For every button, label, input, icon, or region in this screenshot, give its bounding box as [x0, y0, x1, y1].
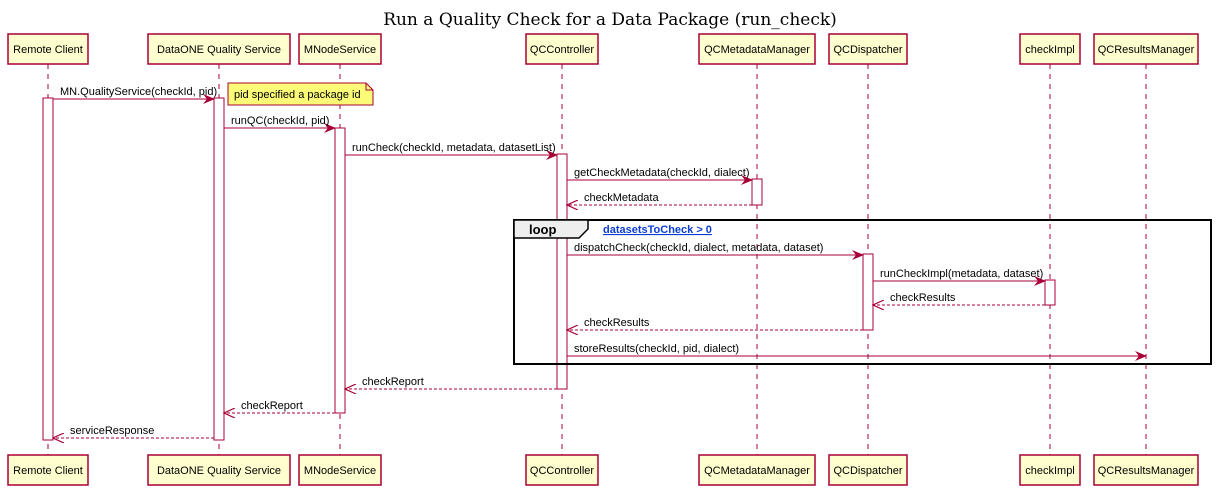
participant-qcdispatcher-bottom: QCDispatcher [828, 454, 908, 486]
participant-label: DataONE Quality Service [157, 44, 281, 56]
participant-box [147, 454, 291, 486]
participant-label: QCController [530, 44, 595, 56]
participant-checkimpl-top: checkImpl [1019, 33, 1081, 65]
participant-label: Remote Client [13, 465, 83, 477]
activation-bar [334, 127, 346, 414]
message: runCheck(checkId, metadata, datasetList) [345, 142, 558, 160]
participant-mnodeservice-top: MNodeService [298, 33, 382, 65]
participant-label: MNodeService [304, 44, 376, 56]
participant-label: QCMetadataManager [704, 44, 810, 56]
participant-box [147, 33, 291, 65]
participant-box [1019, 454, 1081, 486]
participant-box [698, 33, 816, 65]
message-label: storeResults(checkId, pid, dialect) [574, 343, 739, 355]
participant-box [1093, 454, 1199, 486]
participant-label: QCDispatcher [833, 44, 902, 56]
activation-bar [862, 253, 874, 331]
message-label: MN.QualityService(checkId, pid) [60, 86, 217, 98]
message: getCheckMetadata(checkId, dialect) [567, 167, 753, 185]
participant-qccontroller-top: QCController [525, 33, 599, 65]
message-label: checkResults [584, 317, 650, 329]
message: storeResults(checkId, pid, dialect) [567, 343, 1147, 361]
message-label: checkMetadata [584, 192, 659, 204]
participant-qcmetadatamanager-bottom: QCMetadataManager [698, 454, 816, 486]
loop-label: loop [529, 222, 556, 237]
message-label: runQC(checkId, pid) [231, 115, 329, 127]
participant-label: MNodeService [304, 465, 376, 477]
message-label: runCheck(checkId, metadata, datasetList) [352, 142, 556, 154]
participant-qcresultsmanager-bottom: QCResultsManager [1093, 454, 1199, 486]
return-message: checkReport [345, 376, 557, 389]
loop-frame: loop datasetsToCheck > 0 [513, 219, 1212, 365]
return-message: checkResults [873, 292, 1045, 305]
activation-bar [213, 97, 225, 441]
participant-label: DataONE Quality Service [157, 465, 281, 477]
note: pid specified a package id [227, 82, 374, 106]
return-message: serviceResponse [53, 425, 214, 438]
participant-qcresultsmanager-top: QCResultsManager [1093, 33, 1199, 65]
activation-bar [751, 178, 763, 206]
message-label: checkReport [362, 376, 424, 388]
participant-label: QCResultsManager [1098, 465, 1195, 477]
diagram-title: Run a Quality Check for a Data Package (… [383, 10, 837, 30]
return-message: checkResults [567, 317, 863, 330]
return-message: checkReport [224, 400, 335, 413]
participant-remote-client-top: Remote Client [7, 33, 89, 65]
activation-bar [42, 97, 54, 441]
participant-label: checkImpl [1025, 44, 1075, 56]
participant-label: QCResultsManager [1098, 44, 1195, 56]
participant-remote-client-bottom: Remote Client [7, 454, 89, 486]
participant-label: QCController [530, 465, 595, 477]
message: runQC(checkId, pid) [224, 115, 336, 133]
return-message: checkMetadata [567, 192, 752, 205]
participant-qcmetadatamanager-top: QCMetadataManager [698, 33, 816, 65]
loop-guard-link[interactable]: datasetsToCheck > 0 [603, 224, 712, 236]
message-label: checkReport [241, 400, 303, 412]
participant-qccontroller-bottom: QCController [525, 454, 599, 486]
participant-checkimpl-bottom: checkImpl [1019, 454, 1081, 486]
message-label: dispatchCheck(checkId, dialect, metadata… [574, 242, 823, 254]
activation-bar [556, 153, 568, 390]
participant-box [828, 454, 908, 486]
activation-bar [1044, 279, 1056, 306]
participant-box [828, 33, 908, 65]
message: runCheckImpl(metadata, dataset) [873, 268, 1046, 286]
participant-label: QCDispatcher [833, 465, 902, 477]
participant-dataone-quality-service-bottom: DataONE Quality Service [147, 454, 291, 486]
participant-box [525, 454, 599, 486]
message: dispatchCheck(checkId, dialect, metadata… [567, 242, 864, 260]
message: MN.QualityService(checkId, pid) [53, 86, 217, 104]
participant-box [1093, 33, 1199, 65]
participant-dataone-quality-service-top: DataONE Quality Service [147, 33, 291, 65]
participant-mnodeservice-bottom: MNodeService [298, 454, 382, 486]
participant-box [698, 454, 816, 486]
participant-box [298, 33, 382, 65]
participant-box [7, 454, 89, 486]
participant-box [1019, 33, 1081, 65]
participant-box [298, 454, 382, 486]
participant-label: checkImpl [1025, 465, 1075, 477]
message-label: getCheckMetadata(checkId, dialect) [574, 167, 749, 179]
participant-label: Remote Client [13, 44, 83, 56]
participant-label: QCMetadataManager [704, 465, 810, 477]
participant-box [525, 33, 599, 65]
participant-qcdispatcher-top: QCDispatcher [828, 33, 908, 65]
message-label: serviceResponse [70, 425, 154, 437]
participant-box [7, 33, 89, 65]
message-label: checkResults [890, 292, 956, 304]
message-label: runCheckImpl(metadata, dataset) [880, 268, 1043, 280]
note-text: pid specified a package id [234, 89, 361, 101]
